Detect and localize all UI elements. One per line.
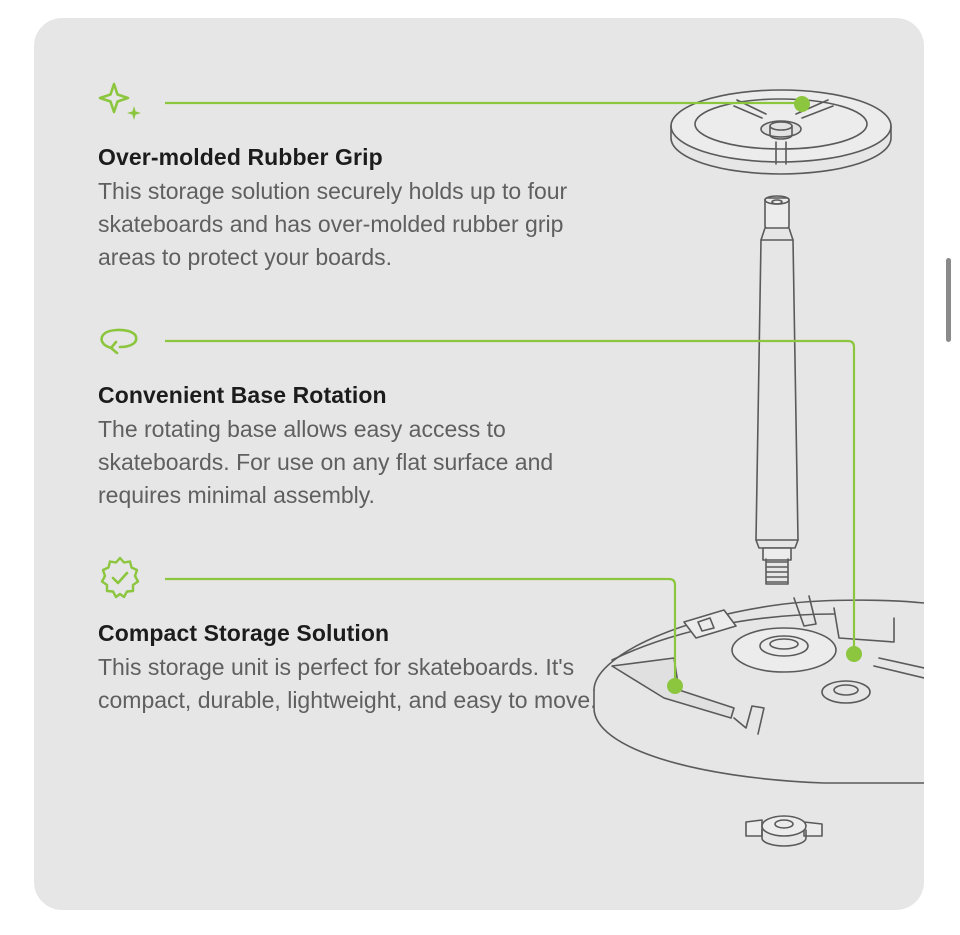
feature-description: This storage solution securely holds up … [98,178,568,270]
rotate-icon [98,318,142,362]
callout-lines [165,101,856,686]
feature-title: Compact Storage Solution [98,620,390,646]
feature-card: Over-molded Rubber Grip This storage sol… [34,18,924,910]
check-badge-icon [98,556,142,600]
callout-dots [667,96,862,694]
feature-description: This storage unit is perfect for skatebo… [98,654,597,713]
product-illustration [165,89,924,847]
feature-description: The rotating base allows easy access to … [98,416,554,508]
feature-title: Convenient Base Rotation [98,382,387,408]
sparkle-icon [98,80,142,124]
feature-title: Over-molded Rubber Grip [98,144,383,170]
wing-nut [745,815,823,847]
top-grip-ring [670,89,892,175]
scrollbar[interactable] [946,258,951,342]
pole [755,195,799,585]
base [593,595,924,784]
